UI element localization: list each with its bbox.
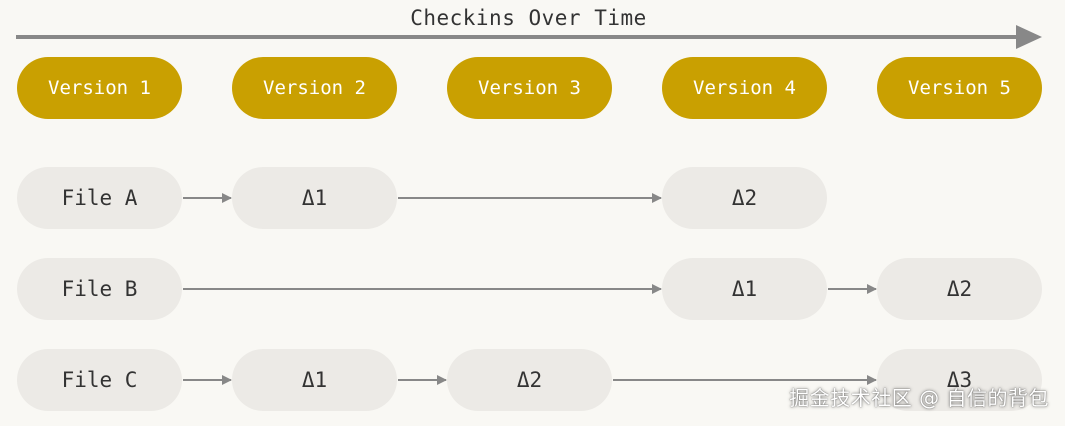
diagram-title: Checkins Over Time <box>410 6 647 30</box>
file-a-delta1-node: Δ1 <box>232 167 397 229</box>
file-c-delta3-node: Δ3 <box>877 349 1042 411</box>
timeline-arrow <box>16 25 1042 49</box>
file-a-delta2-node: Δ2 <box>662 167 827 229</box>
file-c-delta2-node: Δ2 <box>447 349 612 411</box>
version-2-pill: Version 2 <box>232 57 397 119</box>
file-b-node: File B <box>17 258 182 320</box>
version-4-pill: Version 4 <box>662 57 827 119</box>
file-b-delta2-node: Δ2 <box>877 258 1042 320</box>
watermark: 掘金技术社区 @ 自信的背包 <box>789 386 1049 410</box>
version-5-pill: Version 5 <box>877 57 1042 119</box>
file-a-node: File A <box>17 167 182 229</box>
version-3-pill: Version 3 <box>447 57 612 119</box>
file-b-delta1-node: Δ1 <box>662 258 827 320</box>
file-c-node: File C <box>17 349 182 411</box>
file-c-delta1-node: Δ1 <box>232 349 397 411</box>
version-1-pill: Version 1 <box>17 57 182 119</box>
